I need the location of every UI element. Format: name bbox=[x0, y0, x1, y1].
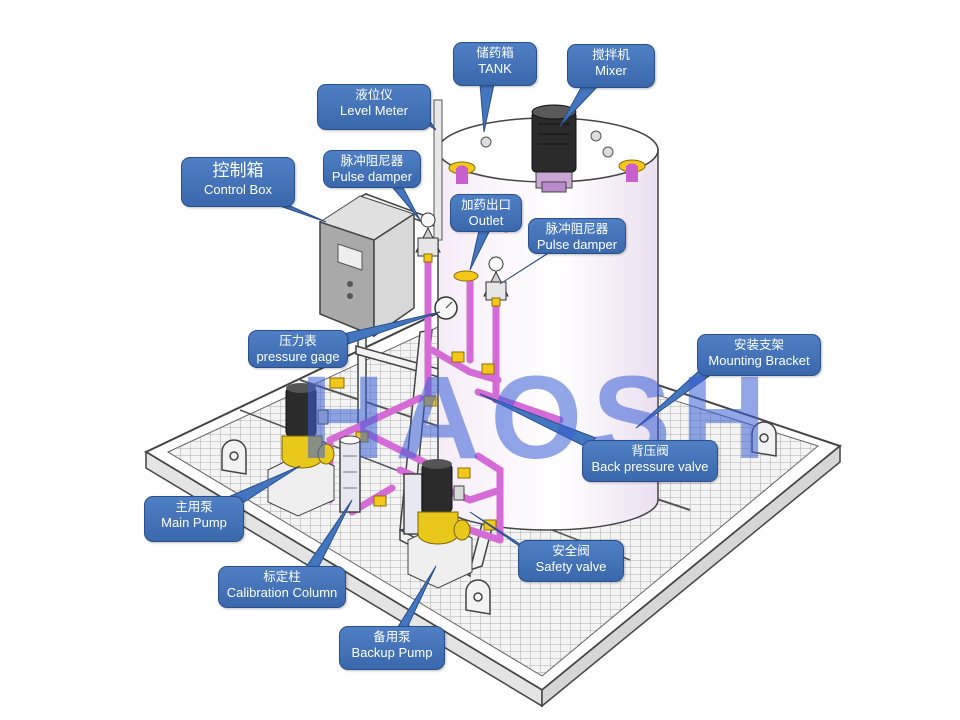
callout-backup-pump-en: Backup Pump bbox=[351, 645, 433, 660]
callout-mounting-bracket-en: Mounting Bracket bbox=[708, 353, 810, 368]
callout-mixer-zh: 搅拌机 bbox=[592, 47, 630, 62]
callout-outlet-en: Outlet bbox=[468, 213, 504, 228]
callout-safety-valve-zh: 安全阀 bbox=[552, 543, 590, 558]
callout-control-box-en: Control Box bbox=[204, 182, 272, 197]
callout-pulse-damper-right: 脉冲阻尼器 Pulse damper bbox=[528, 218, 626, 254]
callout-control-box-zh: 控制箱 bbox=[212, 161, 264, 181]
callout-tank-en: TANK bbox=[478, 61, 512, 76]
callout-level-meter-zh: 液位仪 bbox=[355, 87, 393, 102]
callout-pulse-damper-right-en: Pulse damper bbox=[536, 237, 618, 252]
callout-backup-pump: 备用泵 Backup Pump bbox=[339, 626, 445, 670]
callout-pulse-damper-left: 脉冲阻尼器 Pulse damper bbox=[323, 150, 421, 188]
callout-mounting-bracket-zh: 安装支架 bbox=[733, 337, 784, 352]
callout-pressure-gage: 压力表 pressure gage bbox=[248, 330, 348, 368]
callout-pulse-damper-left-zh: 脉冲阻尼器 bbox=[340, 153, 404, 168]
callout-back-pressure-valve-en: Back pressure valve bbox=[591, 459, 709, 474]
callout-back-pressure-valve: 背压阀 Back pressure valve bbox=[582, 440, 718, 482]
mixer-motor bbox=[531, 104, 577, 193]
callout-pressure-gage-en: pressure gage bbox=[256, 349, 340, 364]
callout-outlet-zh: 加药出口 bbox=[460, 197, 511, 212]
callout-tank: 储药箱 TANK bbox=[453, 42, 537, 86]
callout-calibration-column-zh: 标定柱 bbox=[263, 569, 301, 584]
callout-tank-zh: 储药箱 bbox=[476, 45, 514, 60]
callout-mounting-bracket: 安装支架 Mounting Bracket bbox=[697, 334, 821, 376]
callout-backup-pump-zh: 备用泵 bbox=[373, 629, 411, 644]
callout-level-meter-en: Level Meter bbox=[340, 103, 408, 118]
pulse-dampers bbox=[415, 212, 509, 307]
callout-pulse-damper-left-en: Pulse damper bbox=[331, 169, 413, 184]
pressure-gauge bbox=[434, 296, 458, 320]
callout-safety-valve: 安全阀 Safety valve bbox=[518, 540, 624, 582]
callout-calibration-column: 标定柱 Calibration Column bbox=[218, 566, 346, 608]
callout-pressure-gage-zh: 压力表 bbox=[279, 333, 317, 348]
backup-pump-drawing bbox=[407, 459, 473, 589]
callout-mixer: 搅拌机 Mixer bbox=[567, 44, 655, 88]
callout-calibration-column-en: Calibration Column bbox=[226, 585, 338, 600]
callout-level-meter: 液位仪 Level Meter bbox=[317, 84, 431, 130]
main-pump-drawing bbox=[267, 383, 335, 517]
callout-safety-valve-en: Safety valve bbox=[535, 559, 607, 574]
callout-control-box: 控制箱 Control Box bbox=[181, 157, 295, 207]
callout-outlet: 加药出口 Outlet bbox=[450, 194, 522, 232]
callout-main-pump-zh: 主用泵 bbox=[175, 499, 213, 514]
callout-main-pump: 主用泵 Main Pump bbox=[144, 496, 244, 542]
lifting-lugs bbox=[221, 421, 777, 615]
callout-back-pressure-valve-zh: 背压阀 bbox=[631, 443, 669, 458]
callout-mixer-en: Mixer bbox=[595, 63, 627, 78]
callout-pulse-damper-right-zh: 脉冲阻尼器 bbox=[545, 221, 609, 236]
callout-main-pump-en: Main Pump bbox=[161, 515, 227, 530]
control-box bbox=[318, 195, 416, 338]
